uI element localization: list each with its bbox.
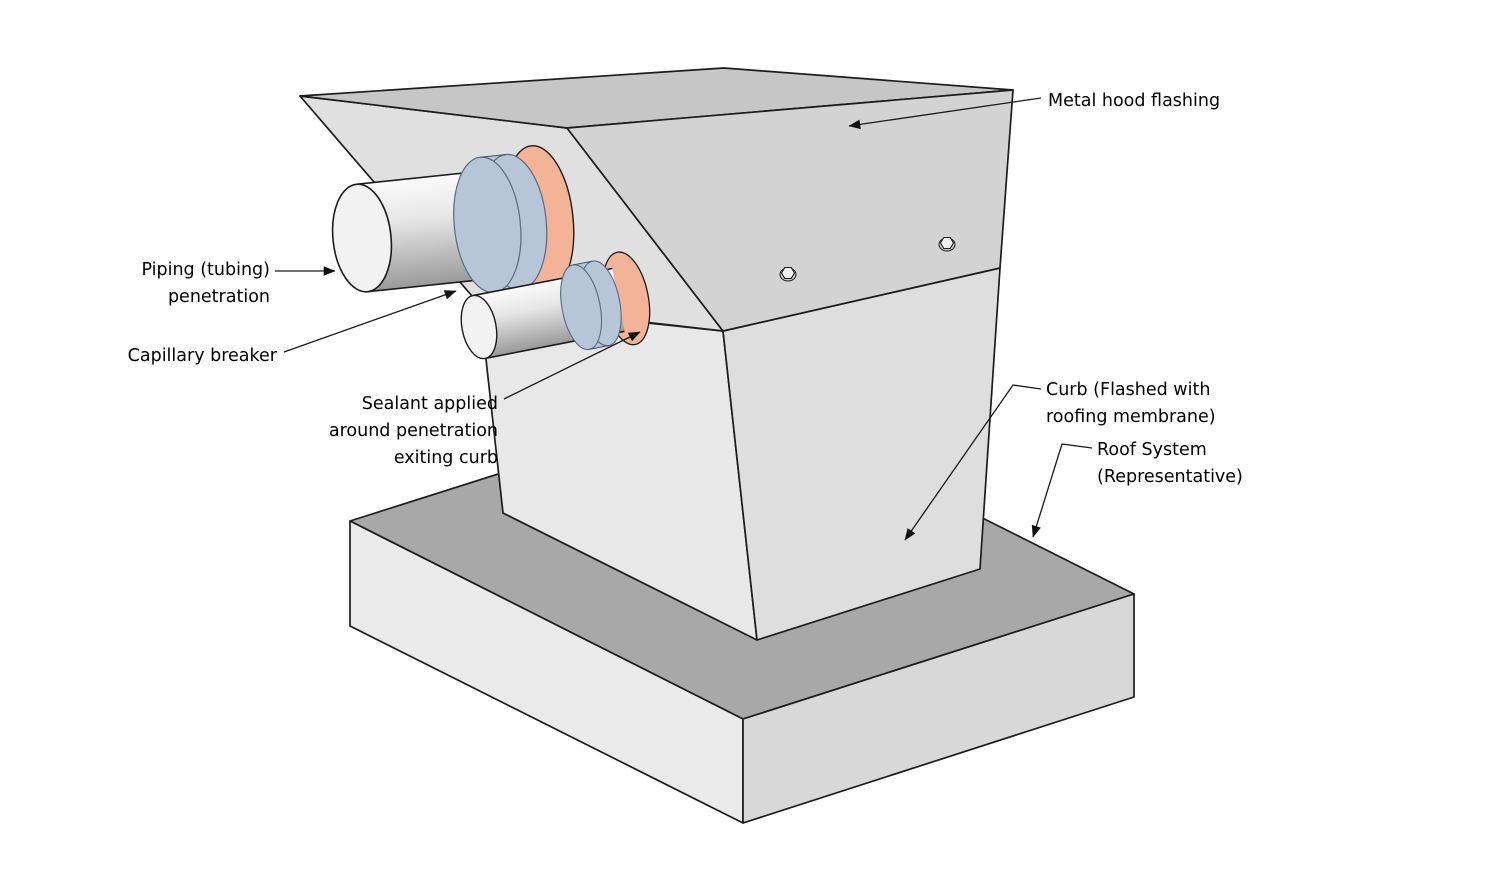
leader-metal-hood-flashing [848,97,1042,130]
label-line: Metal hood flashing [1048,91,1221,111]
label-roof-system: Roof System (Representative) [1097,437,1243,491]
roof-right-face [742,593,1135,824]
leader-roof-system [1031,443,1093,538]
label-line: roofing membrane) [1046,407,1216,427]
label-line: (Representative) [1097,467,1243,487]
curb [479,267,1001,641]
label-metal-hood-flashing: Metal hood flashing [1048,88,1220,115]
label-line: Capillary breaker [127,346,277,366]
upper-pipe-penetration [331,145,575,294]
label-line: around penetration [328,421,498,441]
upper-pipe-end-cap [331,183,393,293]
leader-lines [275,97,1093,541]
label-line: Sealant applied [361,394,498,414]
lower-capillary-breaker-collar [560,260,622,351]
lower-pipe-penetration [460,251,651,360]
hood-fastener-bolt-right [938,236,956,252]
label-sealant: Sealant applied around penetration exiti… [288,391,498,472]
label-line: Roof System [1097,440,1207,460]
label-curb: Curb (Flashed with roofing membrane) [1046,377,1216,431]
leader-curb [904,384,1042,541]
lower-pipe-end-cap [460,294,498,360]
label-line: exiting curb [393,448,498,468]
hood-fastener-bolt-left [779,266,797,282]
label-capillary-breaker: Capillary breaker [67,343,277,370]
leader-sealant [503,331,641,400]
label-line: penetration [167,287,270,307]
hood-front-skirt [566,89,1014,332]
upper-capillary-breaker-collar [453,153,548,294]
label-piping-penetration: Piping (tubing) penetration [60,257,270,311]
label-line: Piping (tubing) [141,260,270,280]
leader-capillary-breaker [283,290,457,353]
label-line: Curb (Flashed with [1046,380,1211,400]
